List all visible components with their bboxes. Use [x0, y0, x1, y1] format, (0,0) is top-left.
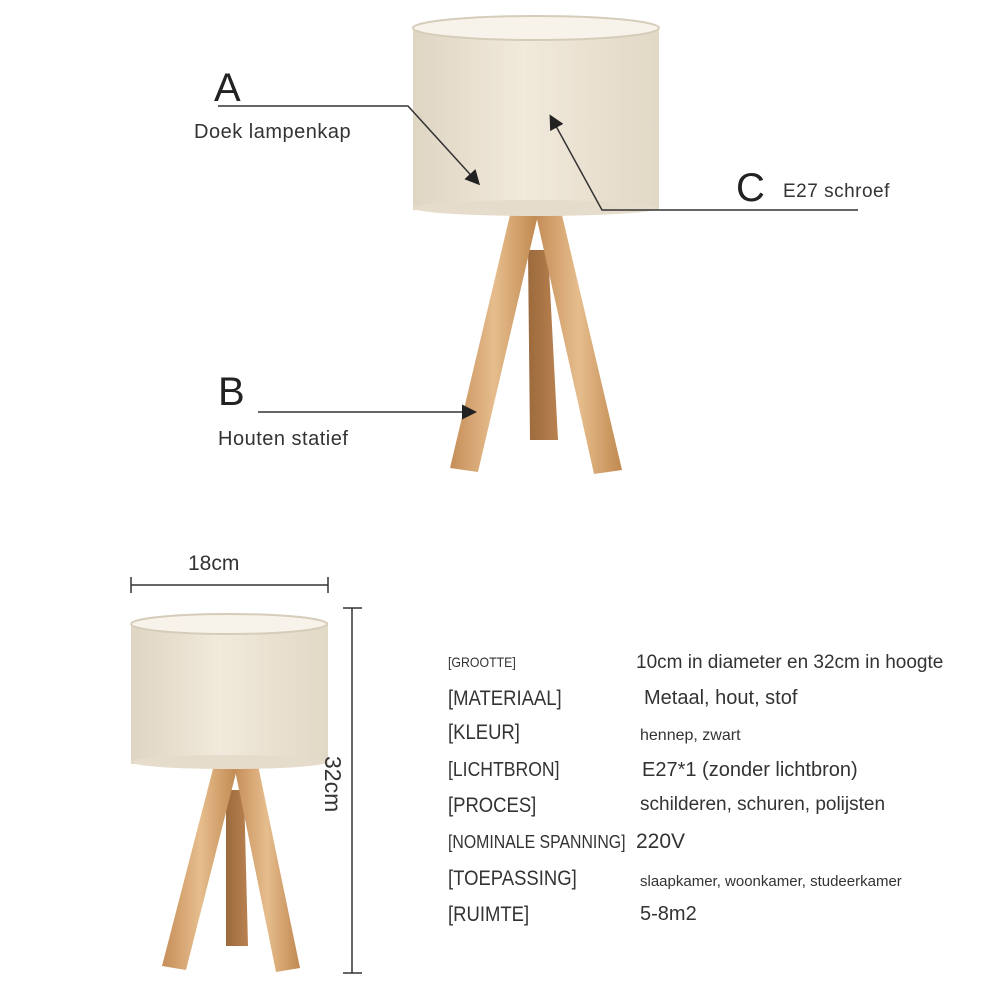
- spec-value: slaapkamer, woonkamer, studeerkamer: [640, 873, 902, 890]
- spec-row-room: [RUIMTE] 5-8m2: [448, 903, 1000, 933]
- callout-b-letter: B: [218, 370, 245, 414]
- width-dimension-line: [130, 577, 329, 593]
- spec-row-application: [TOEPASSING] slaapkamer, woonkamer, stud…: [448, 867, 1000, 897]
- spec-label: [TOEPASSING]: [448, 867, 577, 890]
- spec-value: 10cm in diameter en 32cm in hoogte: [636, 652, 944, 673]
- fabric-lampshade-top: [412, 15, 660, 216]
- wooden-tripod-top: [450, 215, 622, 474]
- callout-b-label: Houten statief: [218, 428, 349, 450]
- spec-row-color: [KLEUR] hennep, zwart: [448, 721, 1000, 751]
- spec-value: 220V: [636, 830, 686, 853]
- spec-label: [GROOTTE]: [448, 654, 516, 670]
- spec-value: Metaal, hout, stof: [644, 687, 798, 709]
- spec-label: [RUIMTE]: [448, 903, 530, 926]
- spec-label: [PROCES]: [448, 794, 537, 817]
- spec-label: [NOMINALE SPANNING]: [448, 832, 626, 852]
- height-dimension-line: [343, 607, 362, 974]
- callout-c-letter: C: [736, 166, 765, 210]
- spec-value: schilderen, schuren, polijsten: [640, 794, 886, 815]
- spec-label: [LICHTBRON]: [448, 759, 560, 781]
- callout-c-pointer: [549, 114, 858, 211]
- spec-value: E27*1 (zonder lichtbron): [642, 759, 858, 781]
- width-dimension-label: 18cm: [188, 552, 240, 575]
- spec-value: hennep, zwart: [640, 727, 741, 744]
- wooden-tripod-bottom: [162, 765, 300, 972]
- spec-row-voltage: [NOMINALE SPANNING] 220V: [448, 830, 1000, 860]
- spec-row-material: [MATERIAAL] Metaal, hout, stof: [448, 687, 1000, 717]
- fabric-lampshade-bottom: [130, 613, 328, 769]
- callout-a-label: Doek lampenkap: [194, 121, 352, 143]
- spec-row-size: [GROOTTE] 10cm in diameter en 32cm in ho…: [448, 652, 1000, 682]
- spec-row-process: [PROCES] schilderen, schuren, polijsten: [448, 794, 1000, 824]
- callout-a-pointer: [218, 105, 481, 186]
- spec-label: [MATERIAAL]: [448, 687, 562, 710]
- callout-a-letter: A: [214, 66, 241, 110]
- spec-value: 5-8m2: [640, 903, 697, 925]
- spec-row-light-source: [LICHTBRON] E27*1 (zonder lichtbron): [448, 759, 1000, 789]
- height-dimension-label: 32cm: [320, 756, 346, 813]
- callout-c-label: E27 schroef: [783, 181, 890, 202]
- spec-label: [KLEUR]: [448, 721, 520, 744]
